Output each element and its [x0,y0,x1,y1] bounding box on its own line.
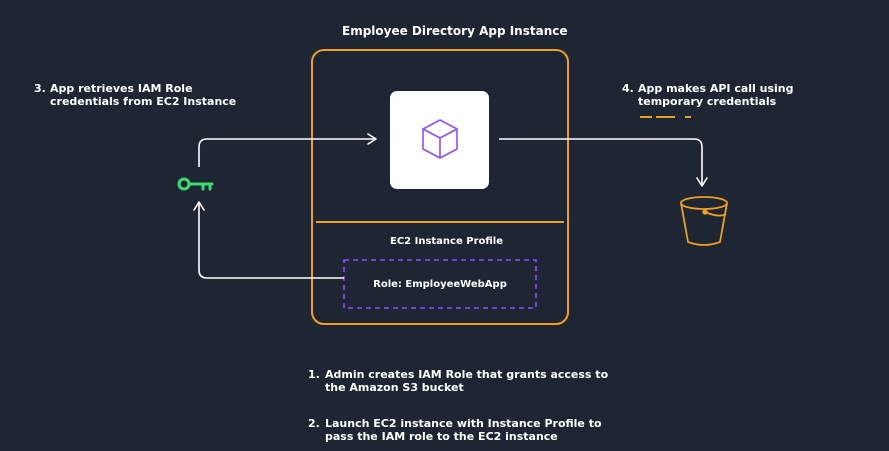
role-label: Role: EmployeeWebApp [373,279,507,290]
step-1-line2: the Amazon S3 bucket [325,381,464,394]
step-4-line2: temporary credentials [638,95,777,108]
key-icon [177,177,214,191]
cube-icon [422,119,458,159]
step-2-text: 2. Launch EC2 instance with Instance Prof… [308,417,602,443]
step-2-line2: pass the IAM role to the EC2 instance [325,430,558,443]
step-1-line1: Admin creates IAM Role that grants acces… [325,368,609,381]
step-4-number: 4. [622,82,634,95]
arrow-role-to-key [193,201,344,279]
step-2-line1: Launch EC2 instance with Instance Profil… [325,417,602,430]
role-box [343,259,537,309]
instance-profile-label: EC2 Instance Profile [390,236,503,247]
step-1-text: 1. Admin creates IAM Role that grants acc… [308,368,608,394]
bucket-icon [680,196,728,246]
arrow-key-to-app [198,133,377,167]
diagram-title: Employee Directory App Instance [342,24,568,38]
step-3-line1: App retrieves IAM Role [50,82,193,95]
step-2-number: 2. [308,417,320,430]
step-3-text: 3. App retrieves IAM Role credentials fro… [34,82,236,108]
arrow-app-to-bucket [499,138,708,187]
step-3-line2: credentials from EC2 Instance [50,95,237,108]
step-4-line1: App makes API call using [638,82,794,95]
step-4-text: 4. App makes API call using temporary cre… [622,82,794,108]
instance-container [311,49,569,325]
step-1-number: 1. [308,368,320,381]
step-3-number: 3. [34,82,46,95]
